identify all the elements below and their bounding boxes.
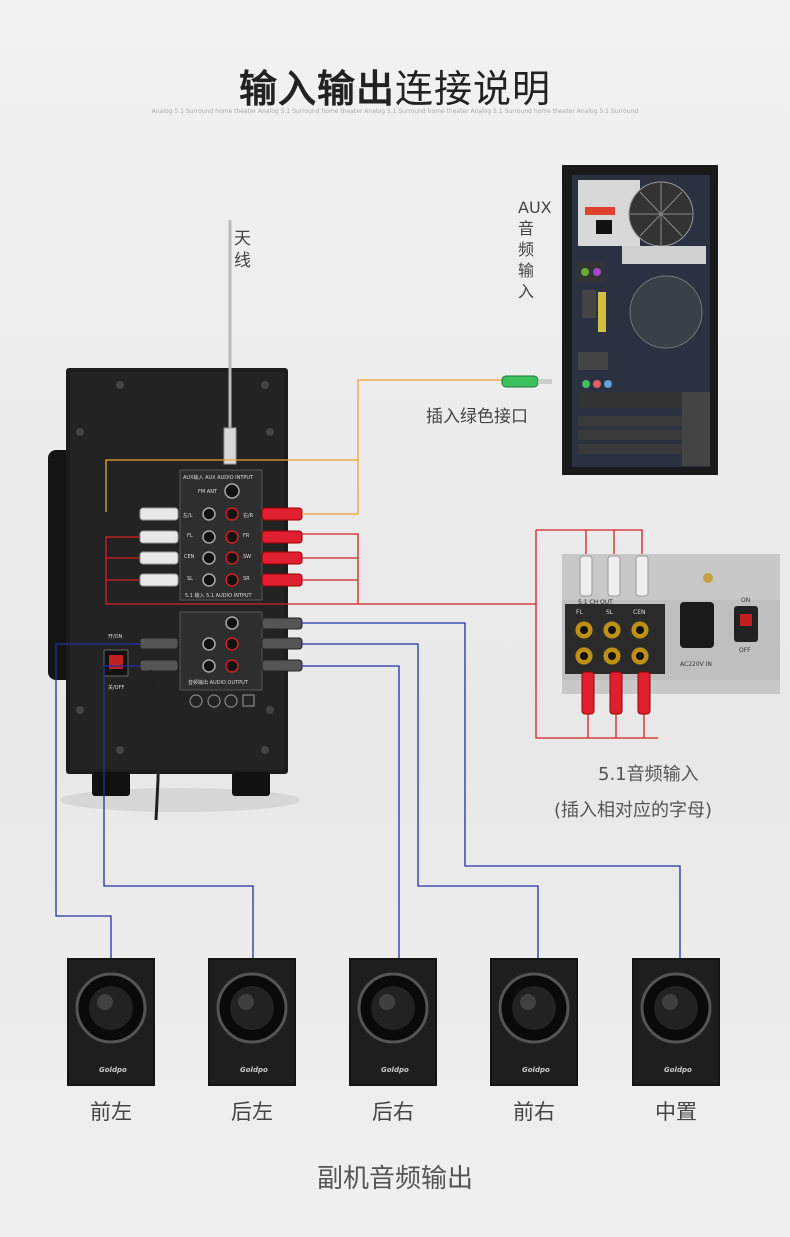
dvd-device (562, 554, 780, 715)
device-fl: FL (576, 609, 583, 616)
speaker-brand-5: Goldpo (664, 1066, 692, 1074)
antenna-label: 天线 (234, 229, 251, 271)
input-51-note: (插入相对应的字母) (554, 800, 713, 821)
footer-title: 副机音频输出 (316, 1164, 473, 1194)
pc-tower (562, 165, 718, 475)
device-ac-in: AC220V IN (680, 661, 712, 668)
device-cen: CEN (633, 609, 645, 616)
speaker-label-rear-left: 后左 (231, 1100, 273, 1124)
page-title: 输入输出连接说明 (0, 58, 790, 113)
device-off: OFF (739, 647, 751, 654)
panel-ch-cen: CEN (184, 554, 195, 560)
panel-fm-ant: FM ANT (198, 489, 218, 495)
panel-ch-fr: FR (243, 533, 250, 539)
panel-power-on: 开/ON (108, 634, 123, 640)
panel-ch-l: 左/L (183, 512, 193, 519)
speaker-label-front-right: 前右 (513, 1100, 555, 1124)
page-title-bold: 输入输出 (238, 67, 395, 111)
speaker-label-center: 中置 (655, 1100, 697, 1124)
panel-ch-sw: SW (243, 554, 251, 560)
device-on: ON (741, 597, 750, 604)
speaker-label-rear-right: 后右 (372, 1100, 414, 1124)
page-subtitle: Analog 5.1 Surround home theater Analog … (151, 108, 639, 115)
panel-power-off: 关/OFF (108, 684, 124, 691)
device-sl: SL (606, 609, 614, 616)
subwoofer (48, 368, 300, 812)
panel-audio-input: 5.1 输入 5.1 AUDIO INTPUT (185, 592, 253, 599)
input-51-label: 5.1音频输入 (598, 764, 699, 785)
panel-audio-output: 音频输出 AUDIO OUTPUT (188, 679, 249, 686)
green-port-label: 插入绿色接口 (426, 407, 528, 427)
aux-input-label: AUX音频输入 (518, 198, 552, 301)
panel-ch-sl: SL (187, 576, 193, 582)
device-ch-out: 5.1 CH OUT (578, 599, 613, 606)
speaker-row (67, 958, 720, 1086)
speaker-brand-3: Goldpo (381, 1066, 409, 1074)
page-title-light: 连接说明 (395, 67, 552, 111)
panel-ch-sr: SR (243, 576, 250, 582)
speaker-brand-4: Goldpo (522, 1066, 550, 1074)
panel-ch-fl: FL (187, 533, 193, 539)
speaker-label-front-left: 前左 (90, 1100, 132, 1124)
speaker-brand-2: Goldpo (240, 1066, 268, 1074)
speaker-brand-1: Goldpo (99, 1066, 127, 1074)
panel-ch-r: 右/R (243, 512, 254, 519)
panel-aux-input: AUX输入 AUX AUDIO INTPUT (183, 474, 254, 481)
